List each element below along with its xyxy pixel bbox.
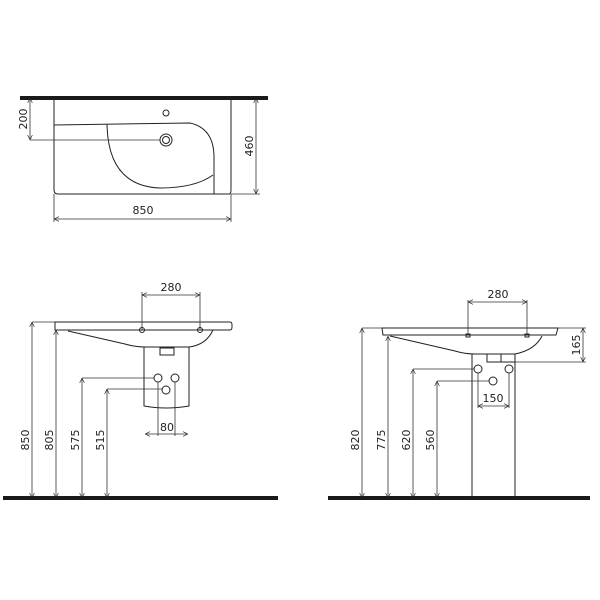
dim-80-label: 80 <box>160 421 174 434</box>
dim-150-label: 150 <box>483 392 504 405</box>
drain-outlet-icon <box>161 385 171 395</box>
water-inlet-icon <box>153 373 163 383</box>
basin-counter-edge <box>53 122 215 194</box>
water-inlet-icon <box>170 373 180 383</box>
side-view-left: 280 80 850 805 575 515 <box>3 281 278 500</box>
dim-805-label: 805 <box>43 430 56 451</box>
water-inlet-icon <box>504 364 514 374</box>
dim-620-label: 620 <box>400 430 413 451</box>
tap-hole-inner <box>162 136 170 144</box>
bowl-outline <box>106 123 214 189</box>
dim-560-label: 560 <box>424 430 437 451</box>
dim-775-label: 775 <box>375 430 388 451</box>
drain-block <box>159 347 175 356</box>
basin-slab <box>381 327 559 336</box>
drain-outlet-icon <box>488 376 498 386</box>
pedestal <box>471 354 516 498</box>
dim-820-label: 820 <box>349 430 362 451</box>
basin-underside <box>67 329 214 348</box>
dim-280-label: 280 <box>161 281 182 294</box>
dim-280-label: 280 <box>488 288 509 301</box>
tap-hole-icon <box>139 327 145 333</box>
basin-underside <box>389 335 543 355</box>
tap-hole-icon <box>197 327 203 333</box>
dim-850-height-label: 850 <box>19 430 32 451</box>
pedestal <box>143 347 190 409</box>
dim-200-label: 200 <box>17 109 30 130</box>
basin-outline <box>53 98 232 195</box>
dim-515-label: 515 <box>94 430 107 451</box>
drain-block <box>486 354 515 363</box>
dim-850-label: 850 <box>133 204 154 217</box>
basin-slab <box>54 321 233 331</box>
side-view-right: 280 150 165 820 775 620 560 <box>328 288 590 500</box>
overflow-hole-icon <box>162 109 170 117</box>
dim-460-label: 460 <box>243 136 256 157</box>
dim-575-label: 575 <box>69 430 82 451</box>
top-view: 200 460 850 <box>17 96 268 222</box>
dim-165-label: 165 <box>570 335 583 356</box>
tap-hole-icon <box>159 133 173 147</box>
water-inlet-icon <box>473 364 483 374</box>
